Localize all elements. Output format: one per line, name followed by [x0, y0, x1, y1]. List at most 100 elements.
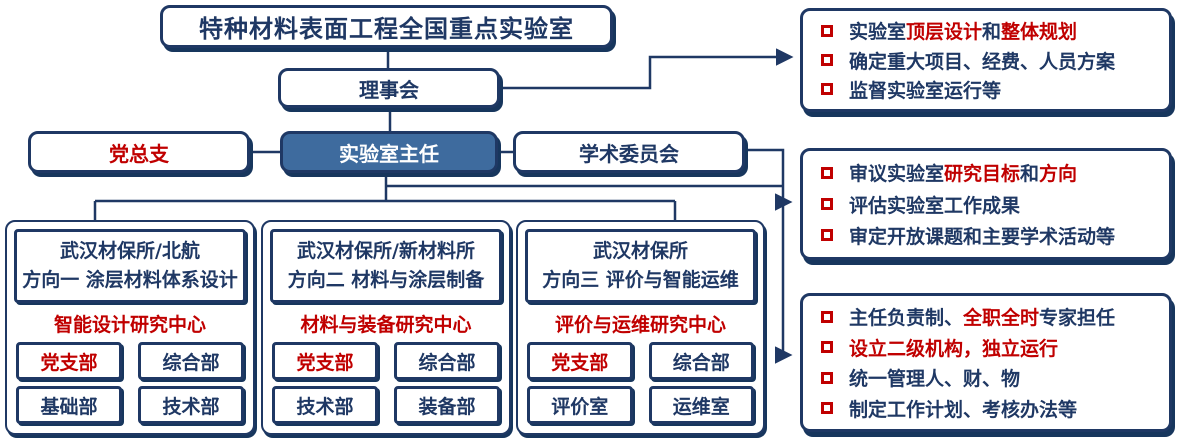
bullet-text: 实验室顶层设计和整体规划 — [849, 17, 1077, 44]
group-direction-2: 武汉材保所/新材料所 方向二 材料与涂层制备 材料与装备研究中心 党支部 综合部… — [261, 220, 511, 435]
info-box-academic-duties: 审议实验室研究目标和方向 评估实验室工作成果 审定开放课题和主要学术活动等 — [800, 148, 1172, 260]
bullet-item: 主任负责制、全职全时专家担任 — [813, 303, 1159, 330]
lab-director-label: 实验室主任 — [339, 141, 439, 166]
bullet-text-segment: 主任负责制、 — [849, 307, 964, 330]
dept-cell: 技术部 — [272, 386, 378, 424]
bullet-text: 审定开放课题和主要学术活动等 — [849, 222, 1115, 249]
direction-3-box: 武汉材保所 方向三 评价与智能运维 — [525, 229, 756, 303]
bullet-text: 监督实验室运行等 — [849, 76, 1001, 103]
bullet-text-segment: 和 — [1020, 163, 1040, 186]
bullet-text-segment: 顶层设计 — [906, 21, 983, 44]
bullet-item: 确定重大项目、经费、人员方案 — [813, 47, 1159, 74]
bullet-item: 审定开放课题和主要学术活动等 — [813, 222, 1159, 249]
square-bullet-icon — [821, 229, 833, 242]
direction-2-title: 方向二 材料与涂层制备 — [287, 269, 485, 291]
dept-cell-label: 党支部 — [40, 351, 98, 374]
party-branch-box: 党总支 — [28, 131, 250, 173]
dept-cell-label: 技术部 — [162, 395, 220, 418]
bullet-text-segment: 审议实验室 — [849, 163, 945, 186]
dept-cell-label: 综合部 — [418, 351, 476, 374]
dept-cell-label: 装备部 — [418, 395, 476, 418]
academic-committee-box: 学术委员会 — [513, 131, 745, 173]
dept-cell-label: 综合部 — [672, 351, 730, 374]
square-bullet-icon — [821, 341, 833, 354]
bullet-text: 评估实验室工作成果 — [849, 191, 1020, 218]
dept-cell: 技术部 — [138, 386, 244, 424]
bullet-text: 确定重大项目、经费、人员方案 — [849, 47, 1115, 74]
research-center-1-label: 智能设计研究中心 — [53, 314, 206, 336]
connector-academic-infobox3 — [745, 148, 793, 364]
group-direction-3: 武汉材保所 方向三 评价与智能运维 评价与运维研究中心 党支部 综合部 评价室 … — [516, 220, 765, 435]
group-1-cells: 党支部 综合部 基础部 技术部 — [16, 342, 244, 424]
direction-2-org: 武汉材保所/新材料所 — [297, 239, 475, 262]
square-bullet-icon — [821, 24, 833, 37]
dept-cell-label: 党支部 — [551, 351, 609, 374]
square-bullet-icon — [821, 371, 833, 384]
bullet-text: 制定工作计划、考核办法等 — [849, 395, 1077, 422]
square-bullet-icon — [821, 166, 833, 179]
party-branch-label: 党总支 — [109, 141, 169, 166]
research-center-2-label: 材料与装备研究中心 — [300, 314, 472, 336]
bullet-text-segment: 全职全时 — [963, 307, 1040, 330]
bullet-item: 实验室顶层设计和整体规划 — [813, 17, 1159, 44]
dept-cell: 基础部 — [16, 386, 122, 424]
dept-cell-label: 运维室 — [672, 395, 730, 418]
dept-cell-label: 基础部 — [40, 395, 98, 418]
lab-director-box: 实验室主任 — [280, 131, 498, 173]
connector-council-infobox1 — [500, 48, 794, 90]
dept-cell-label: 评价室 — [551, 395, 609, 418]
group-3-cells: 党支部 综合部 评价室 运维室 — [527, 342, 754, 424]
bullet-text: 设立二级机构，独立运行 — [849, 334, 1058, 361]
bullet-text-segment: 和 — [982, 21, 1002, 44]
bullet-text-segment: 专家担任 — [1039, 307, 1116, 330]
dept-cell-label: 党支部 — [296, 351, 354, 374]
bullet-item: 设立二级机构，独立运行 — [813, 334, 1159, 361]
bullet-text: 统一管理人、财、物 — [849, 364, 1020, 391]
dept-cell-label: 技术部 — [296, 395, 354, 418]
research-center-3-label: 评价与运维研究中心 — [554, 314, 726, 336]
dept-cell: 党支部 — [272, 342, 378, 380]
dept-cell: 装备部 — [394, 386, 500, 424]
bullet-text-segment: 实验室 — [849, 21, 907, 44]
council-box: 理事会 — [278, 68, 500, 108]
bullet-text-segment: 审定开放课题和主要学术活动等 — [849, 225, 1116, 248]
square-bullet-icon — [821, 198, 833, 210]
square-bullet-icon — [821, 83, 833, 96]
bullet-item: 审议实验室研究目标和方向 — [813, 159, 1159, 186]
bullet-item: 制定工作计划、考核办法等 — [813, 395, 1159, 422]
bullet-text: 审议实验室研究目标和方向 — [849, 159, 1077, 186]
direction-3-title: 方向三 评价与智能运维 — [542, 269, 739, 291]
dept-cell: 运维室 — [648, 386, 754, 424]
square-bullet-icon — [821, 402, 833, 415]
dept-cell: 综合部 — [138, 342, 244, 380]
direction-3-org: 武汉材保所 — [592, 239, 688, 262]
group-2-cells: 党支部 综合部 技术部 装备部 — [272, 342, 500, 424]
bullet-text-segment: 监督实验室运行等 — [849, 79, 1002, 102]
bullet-item: 评估实验室工作成果 — [813, 191, 1159, 218]
dept-cell: 评价室 — [527, 386, 633, 424]
council-label: 理事会 — [359, 77, 419, 102]
dept-cell: 综合部 — [394, 342, 500, 380]
bullet-text-segment: 方向 — [1039, 163, 1078, 186]
bullet-text-segment: 制定工作计划、考核办法等 — [849, 398, 1078, 421]
dept-cell: 综合部 — [648, 342, 754, 380]
lab-title-box: 特种材料表面工程全国重点实验室 — [160, 5, 613, 48]
dept-cell: 党支部 — [527, 342, 633, 380]
bullet-text-segment: 设立二级机构，独立运行 — [849, 337, 1059, 360]
direction-1-title: 方向一 涂层材料体系设计 — [22, 269, 238, 291]
lab-title-label: 特种材料表面工程全国重点实验室 — [199, 15, 574, 43]
dept-cell: 党支部 — [16, 342, 122, 380]
bullet-text-segment: 确定重大项目、经费、人员方案 — [849, 50, 1116, 73]
square-bullet-icon — [821, 54, 833, 66]
bullet-text-segment: 评估实验室工作成果 — [849, 194, 1021, 217]
bullet-text-segment: 统一管理人、财、物 — [849, 368, 1021, 391]
direction-1-org: 武汉材保所/北航 — [60, 239, 200, 262]
bullet-text-segment: 研究目标 — [944, 163, 1021, 186]
direction-2-box: 武汉材保所/新材料所 方向二 材料与涂层制备 — [270, 229, 502, 303]
bullet-item: 统一管理人、财、物 — [813, 364, 1159, 391]
bullet-text-segment: 整体规划 — [1001, 21, 1078, 44]
direction-1-box: 武汉材保所/北航 方向一 涂层材料体系设计 — [14, 229, 246, 303]
dept-cell-label: 综合部 — [162, 351, 220, 374]
